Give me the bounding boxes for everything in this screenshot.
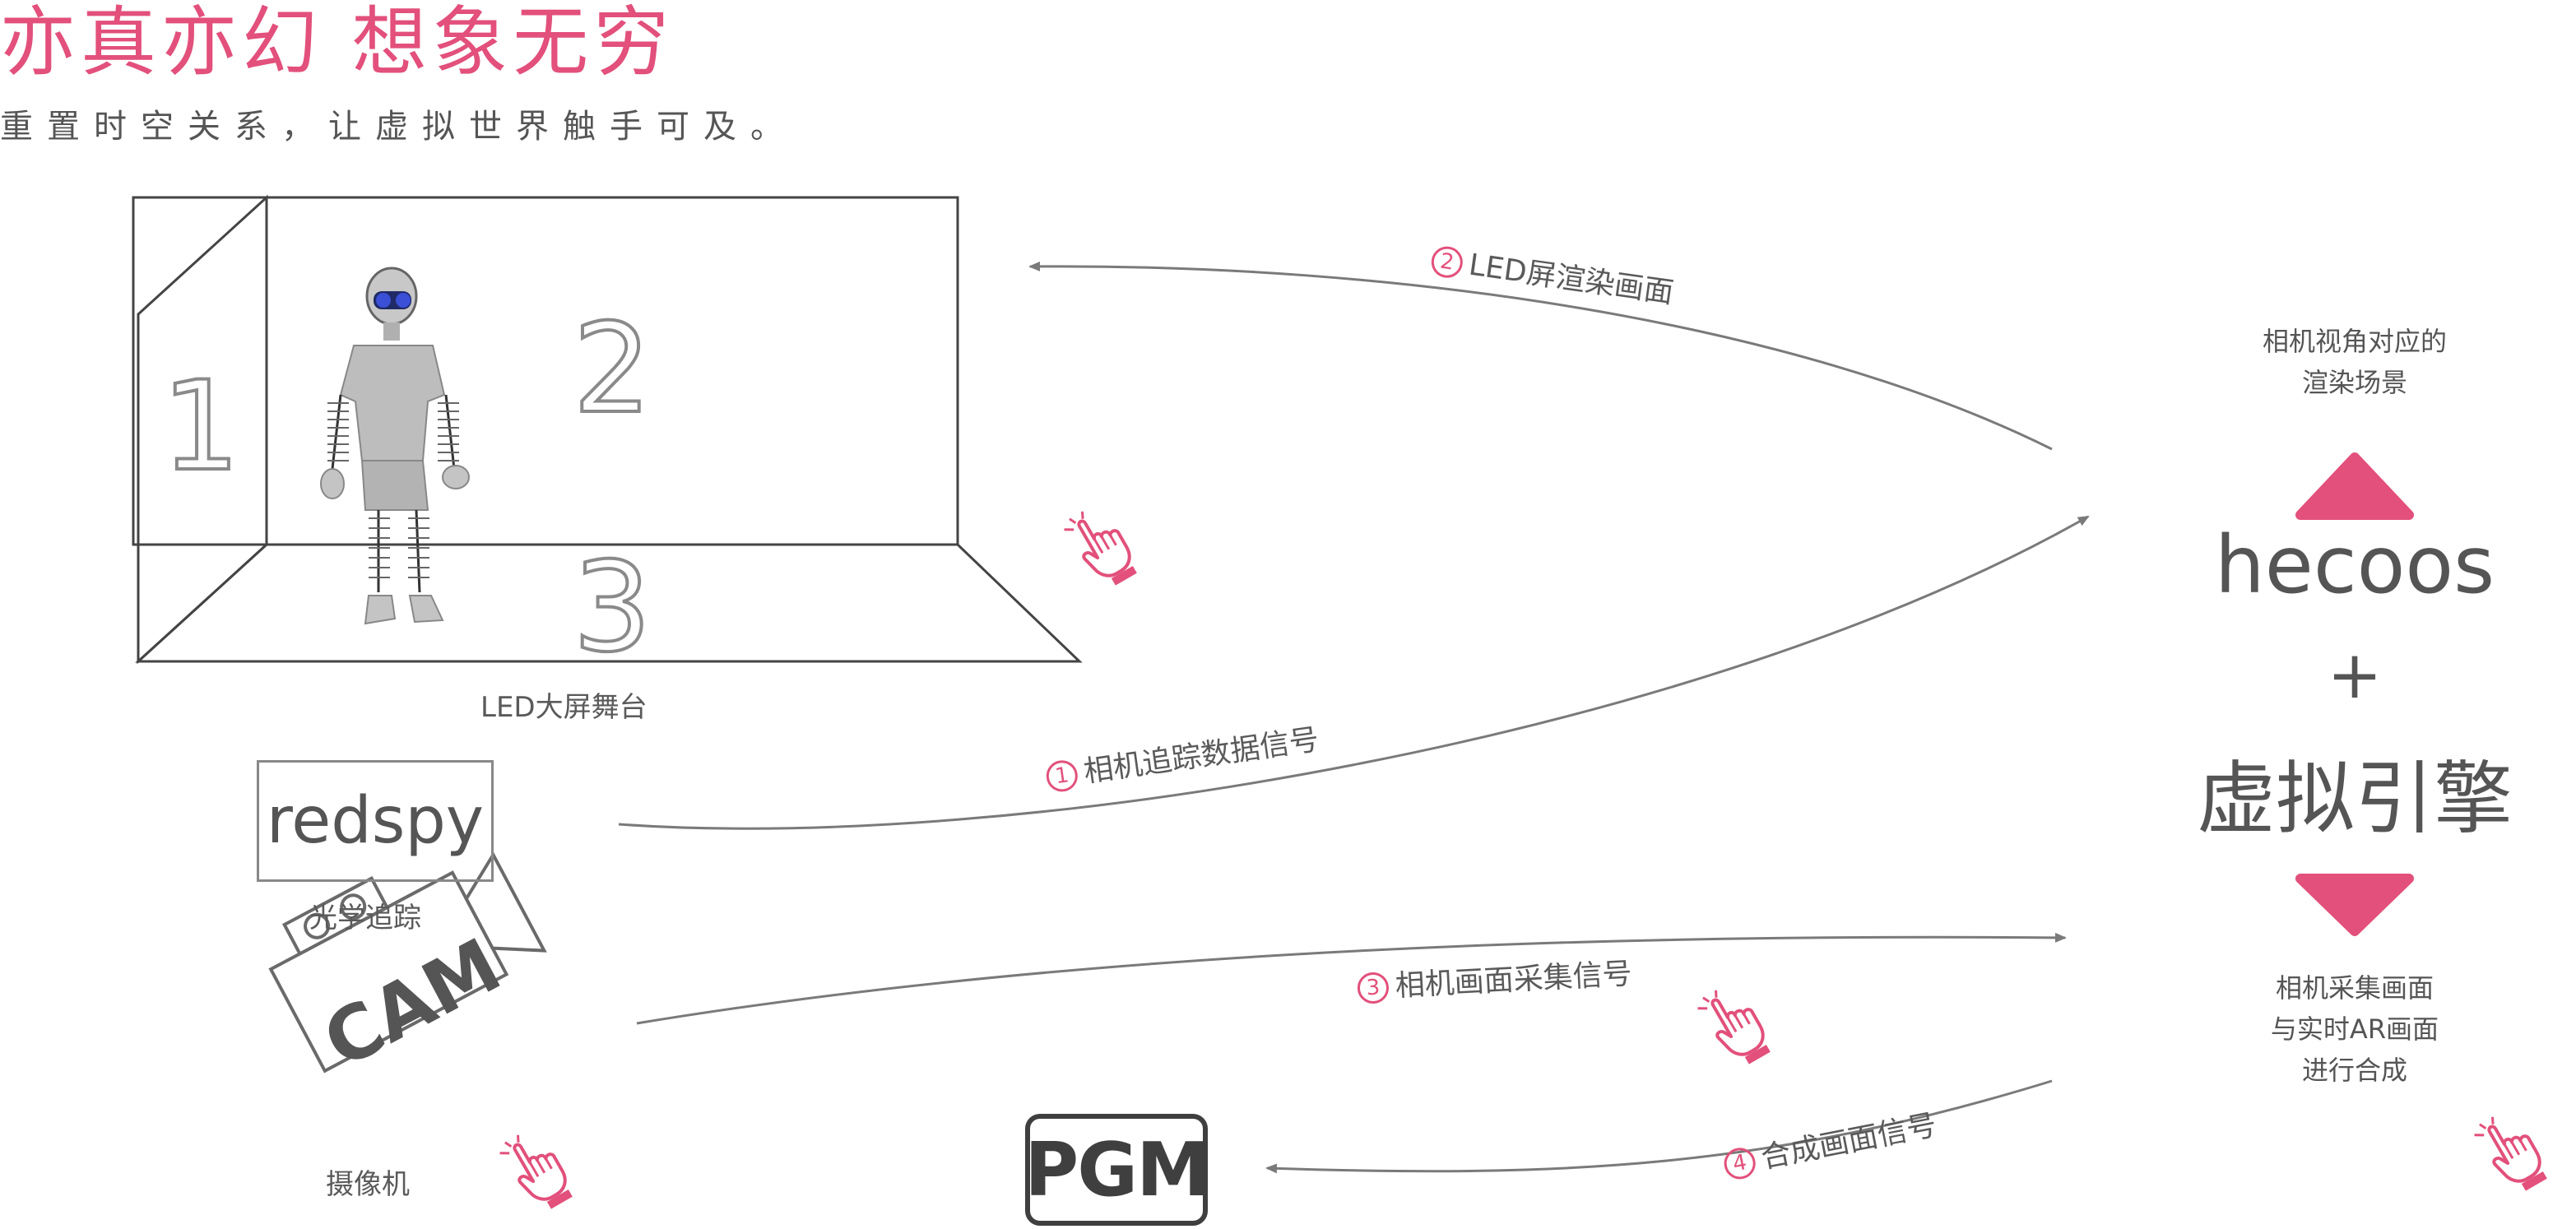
triangle-up-icon	[2295, 452, 2414, 520]
engine-bottom-label-line-1: 相机采集画面	[2275, 972, 2434, 1004]
pgm-output-box: PGM	[1024, 1114, 1210, 1226]
engine-bottom-label-line-3: 进行合成	[2301, 1055, 2407, 1086]
flow-1-number: 1	[1044, 758, 1080, 794]
flow-4-line	[1265, 1079, 2053, 1174]
stage-label: LED大屏舞台	[480, 691, 647, 724]
robot-figure	[320, 267, 470, 625]
engine-bottom-label-line-2: 与实时AR画面	[2270, 1013, 2439, 1045]
camera-icon	[268, 851, 547, 1074]
flow-4-number: 4	[1721, 1145, 1758, 1182]
flow-2-number: 2	[1429, 244, 1465, 281]
engine-top-label-line-2: 渲染场景	[2301, 367, 2407, 398]
camera-label: 摄像机	[326, 1168, 410, 1201]
engine-brand: hecoos	[2214, 519, 2495, 611]
redspy-box: redspy	[257, 760, 494, 882]
back-wall	[132, 196, 959, 546]
flow-3-number: 3	[1357, 972, 1390, 1004]
panel-number-3: 3	[573, 536, 651, 679]
floor	[135, 543, 1083, 663]
flow-3-line	[636, 932, 2067, 1025]
triangle-down-icon	[2295, 874, 2414, 936]
engine-top-label-line-1: 相机视角对应的	[2262, 326, 2447, 357]
tracker-name: redspy	[266, 784, 485, 858]
engine-top-label: 相机视角对应的 渲染场景	[2197, 321, 2513, 403]
hand-pointer-icon	[494, 1123, 578, 1219]
hand-pointer-icon	[2469, 1105, 2553, 1201]
flow-2-line	[1028, 261, 2053, 451]
hand-pointer-icon	[1059, 499, 1143, 596]
engine-plus: +	[2327, 637, 2383, 713]
page-title: 亦真亦幻 想象无穷	[0, 0, 675, 86]
tracker-label: 光学追踪	[309, 902, 421, 935]
panel-number-2: 2	[573, 298, 651, 441]
hand-pointer-icon	[1692, 978, 1776, 1074]
flow-1-line	[618, 515, 2090, 830]
panel-number-1: 1	[161, 355, 239, 499]
engine-name: 虚拟引擎	[2197, 753, 2513, 845]
output-name: PGM	[1024, 1126, 1209, 1213]
page-subtitle: 重置时空关系，让虚拟世界触手可及。	[0, 108, 797, 146]
engine-bottom-label: 相机采集画面 与实时AR画面 进行合成	[2172, 967, 2537, 1091]
